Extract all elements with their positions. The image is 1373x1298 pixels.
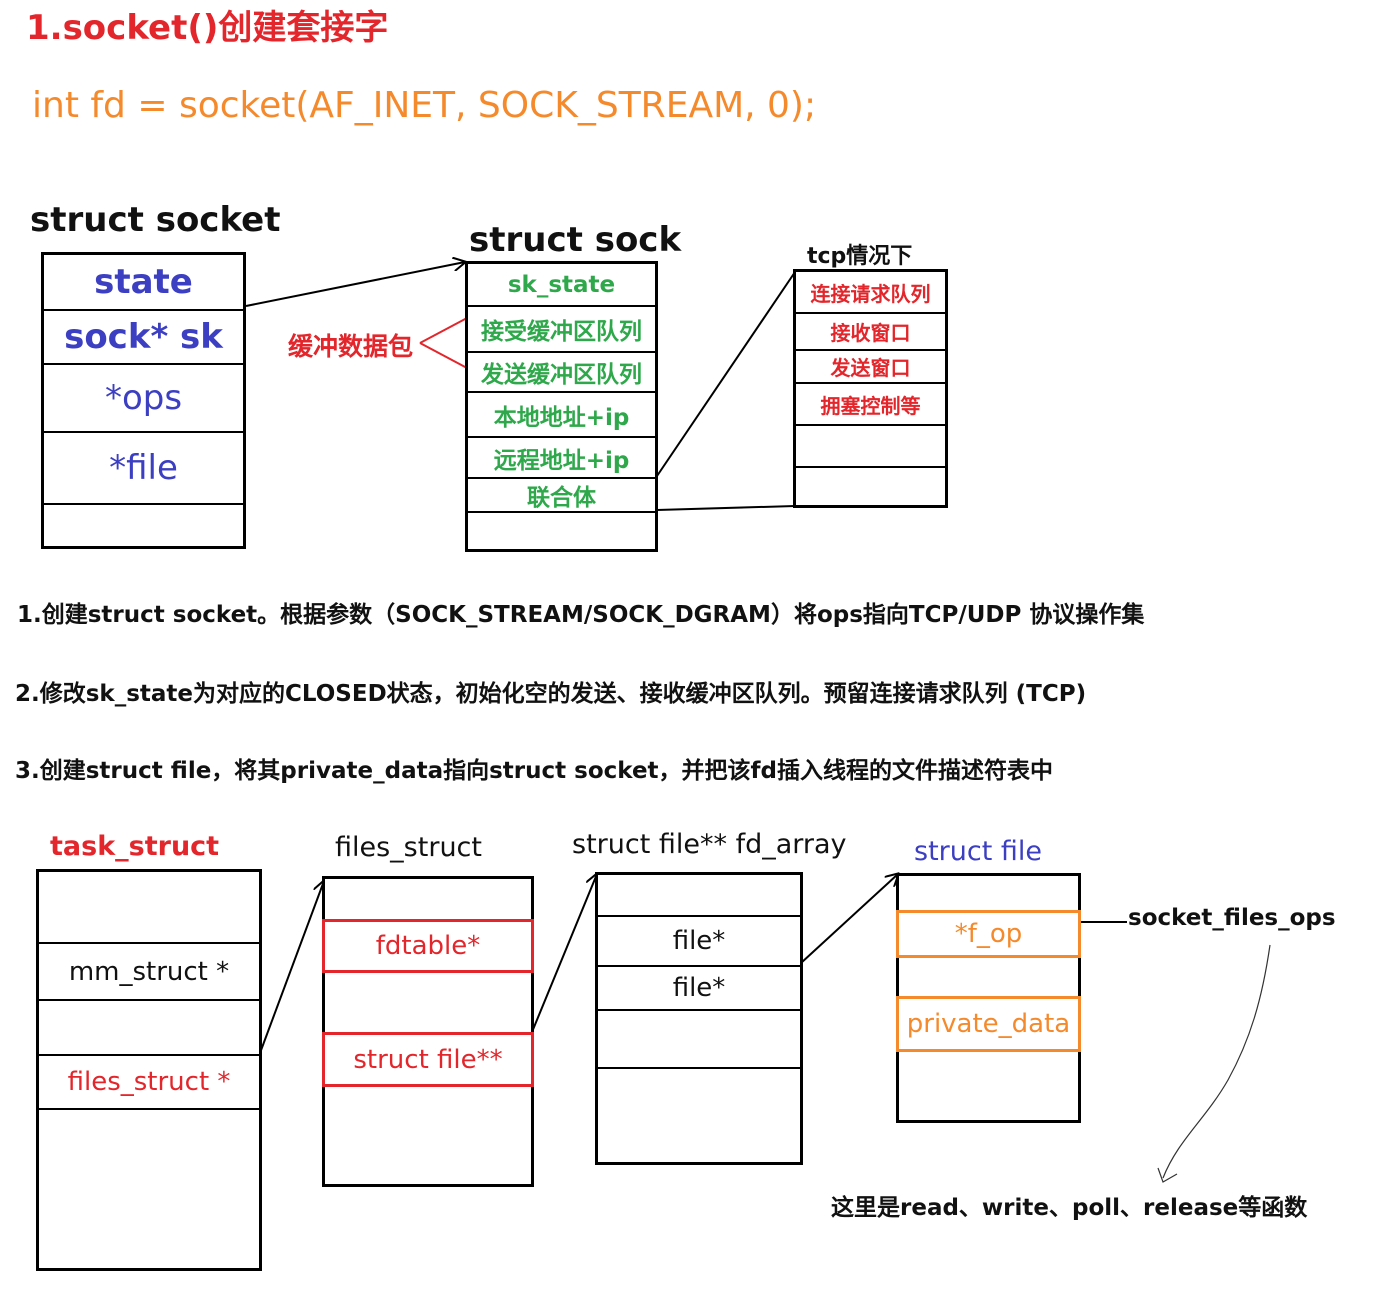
- fd-array-file-1: file*: [598, 915, 800, 965]
- tcp-field-recv-window: 接收窗口: [796, 312, 945, 349]
- task-field-empty-3: [39, 1108, 259, 1268]
- tcp-field-send-window: 发送窗口: [796, 349, 945, 382]
- sock-field-sk-state: sk_state: [507, 271, 616, 298]
- struct-sock-title: struct sock: [469, 220, 682, 260]
- task-field-files: files_struct *: [39, 1054, 259, 1108]
- step-2: 2.修改sk_state为对应的CLOSED状态，初始化空的发送、接收缓冲区队列…: [15, 681, 1087, 707]
- tcp-field-conn-queue: 连接请求队列: [810, 281, 931, 306]
- task-struct-box: mm_struct * files_struct *: [36, 869, 262, 1271]
- sock-field-recv-queue: 接受缓冲区队列: [468, 305, 655, 351]
- struct-socket-title: struct socket: [30, 200, 281, 240]
- line-union-to-tcp-top: [656, 271, 796, 477]
- struct-socket-box: state sock* sk *ops *file: [41, 252, 246, 549]
- sock-field-local-addr: 本地地址+ip: [468, 391, 655, 436]
- buffer-line-send: [419, 342, 468, 369]
- sock-field-send-queue: 发送缓冲区队列: [468, 351, 655, 391]
- line-union-to-tcp-bottom: [656, 505, 796, 511]
- fd-array-empty-1: [598, 875, 800, 915]
- files-struct-title: files_struct: [335, 832, 482, 863]
- socket-field-state: state: [94, 262, 193, 302]
- arrow-files-to-fdarray: [531, 874, 597, 1033]
- hand-drawn-arrowhead: [1157, 1167, 1178, 1183]
- arrow-task-to-files: [259, 881, 324, 1054]
- tcp-box: 连接请求队列 接收窗口 发送窗口 拥塞控制等: [793, 269, 948, 508]
- arrow-socket-to-sock: [245, 262, 465, 307]
- f-op-field: *f_op: [896, 910, 1081, 958]
- buffer-label: 缓冲数据包: [288, 332, 414, 361]
- step-3: 3.创建struct file，将其private_data指向struct s…: [15, 758, 1054, 784]
- tcp-field-empty-2: [796, 466, 945, 505]
- fd-array-empty-3: [598, 1067, 800, 1162]
- struct-sock-box: sk_state 接受缓冲区队列 发送缓冲区队列 本地地址+ip 远程地址+ip…: [465, 261, 658, 552]
- fd-array-title: struct file** fd_array: [572, 829, 847, 860]
- hand-drawn-arrow: [1162, 944, 1271, 1179]
- tcp-title: tcp情况下: [807, 244, 913, 269]
- task-field-empty-1: [39, 872, 259, 942]
- sock-field-empty: [468, 511, 655, 549]
- struct-file-title: struct file: [914, 836, 1042, 867]
- socket-field-ops: *ops: [44, 363, 243, 431]
- fdtable-field: fdtable*: [322, 919, 534, 973]
- arrow-fdarray-to-file: [800, 874, 898, 964]
- fd-array-file-2: file*: [598, 965, 800, 1009]
- fd-array-box: file* file*: [595, 872, 803, 1165]
- private-data-field: private_data: [896, 996, 1081, 1052]
- sock-field-remote-addr: 远程地址+ip: [468, 436, 655, 477]
- tcp-field-congestion: 拥塞控制等: [796, 382, 945, 424]
- tcp-field-empty-1: [796, 424, 945, 466]
- socket-field-file: *file: [44, 431, 243, 503]
- socket-field-sk: sock* sk: [44, 309, 243, 363]
- task-field-mm: mm_struct *: [39, 942, 259, 999]
- buffer-line-recv: [419, 317, 468, 344]
- task-struct-title: task_struct: [50, 831, 220, 862]
- task-field-empty-2: [39, 999, 259, 1054]
- code-line: int fd = socket(AF_INET, SOCK_STREAM, 0)…: [32, 85, 817, 126]
- struct-file-pp-field: struct file**: [322, 1032, 534, 1087]
- socket-field-empty: [44, 503, 243, 546]
- sock-field-union: 联合体: [468, 477, 655, 511]
- socket-files-ops-label: socket_files_ops: [1128, 905, 1336, 931]
- files-struct-box: [322, 876, 534, 1187]
- funcs-note: 这里是read、write、poll、release等函数: [831, 1195, 1308, 1221]
- page-title: 1.socket()创建套接字: [26, 8, 389, 48]
- fd-array-empty-2: [598, 1009, 800, 1067]
- step-1: 1.创建struct socket。根据参数（SOCK_STREAM/SOCK_…: [17, 602, 1145, 628]
